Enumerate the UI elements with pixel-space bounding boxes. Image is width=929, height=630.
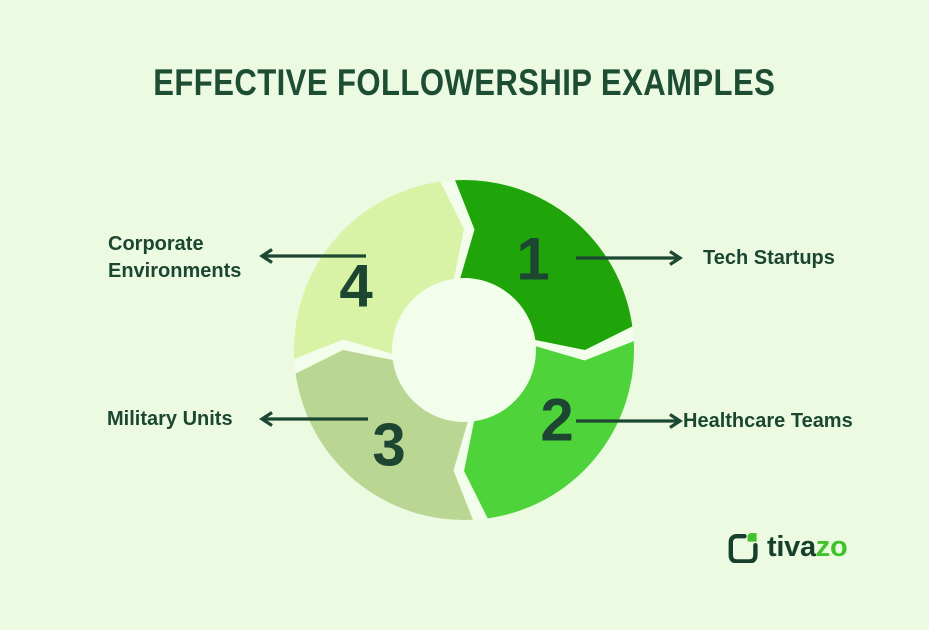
arrow-right-icon-healthcare-teams [576,413,683,429]
wordmark-accent: zo [815,531,848,563]
cycle-diagram: 1 2 3 4 [293,179,635,521]
segment-1-number: 1 [516,226,549,293]
segment-2-number: 2 [540,387,573,454]
label-corporate-environments: Corporate Environments [108,233,242,282]
segment-4-number: 4 [339,253,373,320]
cycle-step-numbers: 1 2 3 4 [339,226,573,479]
label-military-units: Military Units [107,408,233,430]
segment-3-arrow [295,350,473,521]
cycle-segments [293,179,635,521]
arrow-left-icon-military-units [259,411,368,427]
label-tech-startups: Tech Startups [703,247,835,269]
segment-2-arrow [464,341,635,519]
segment-3-number: 3 [372,412,405,479]
tivazo-checkbox-leaf-icon [728,533,758,563]
segment-4-arrow [293,181,464,359]
arrow-right-icon-tech-startups [576,250,683,266]
page-title-text: EFFECTIVE FOLLOWERSHIP EXAMPLES [153,62,776,103]
page-title: EFFECTIVE FOLLOWERSHIP EXAMPLES [0,62,929,104]
tivazo-wordmark: tivazo [767,531,848,564]
arrow-left-icon-corporate-environments [259,248,366,264]
tivazo-logo: tivazo [727,531,848,564]
label-healthcare-teams: Healthcare Teams [683,410,853,432]
wordmark-primary: tiva [767,531,816,563]
segment-1-arrow [455,179,633,350]
